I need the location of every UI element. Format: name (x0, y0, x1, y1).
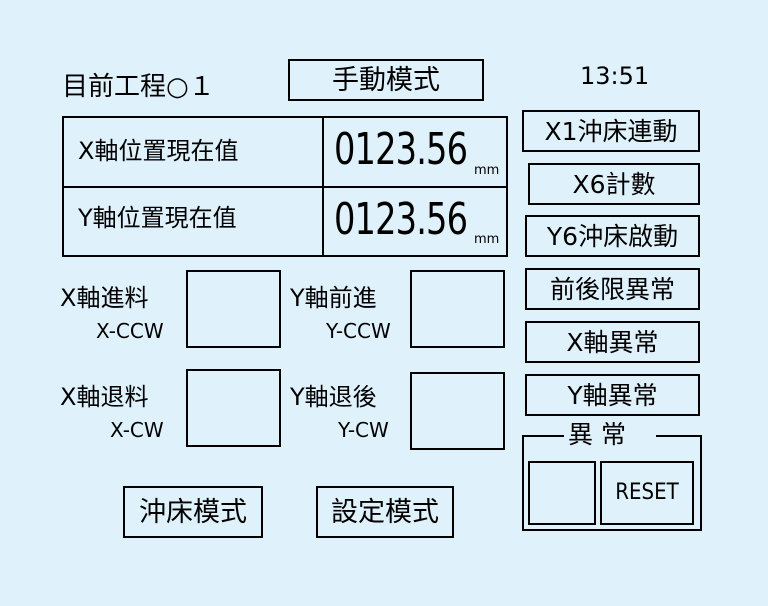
y-forward-sublabel: Y-CCW (326, 319, 391, 343)
mode-display: 手動模式 (288, 59, 484, 101)
alarm-title: 異 常 (568, 420, 626, 449)
alarm-frame-top-right (656, 435, 702, 437)
x-return-label: X軸退料 (60, 383, 149, 411)
y-cw-button[interactable] (410, 372, 505, 450)
x-feed-sublabel: X-CCW (96, 319, 164, 343)
alarm-frame-right (700, 435, 702, 531)
alarm-frame-top-left (522, 435, 564, 437)
x-position-label: X軸位置現在值 (78, 137, 239, 165)
reset-button-label: RESET (615, 480, 679, 505)
punch-mode-button-label: 沖床模式 (139, 496, 247, 528)
y-ccw-button[interactable] (410, 270, 505, 348)
x6-count-button[interactable]: X6計數 (528, 163, 700, 205)
x-position-value: 0123.56 (334, 124, 468, 175)
x6-count-label: X6計數 (572, 169, 656, 199)
alarm-lamp (528, 461, 596, 525)
y6-punch-start-button[interactable]: Y6沖床啟動 (525, 215, 700, 257)
setting-mode-button[interactable]: 設定模式 (316, 486, 454, 538)
alarm-frame-bottom (522, 529, 702, 531)
y6-punch-start-label: Y6沖床啟動 (546, 221, 679, 251)
x-axis-abnormal-label: X軸異常 (566, 327, 659, 357)
alarm-frame-left (522, 435, 524, 531)
position-table: X軸位置現在值 0123.56 mm Y軸位置現在值 0123.56 mm (62, 116, 508, 257)
current-process-label: 目前工程○１ (62, 72, 215, 102)
y-axis-abnormal-label: Y軸異常 (567, 380, 658, 410)
x-ccw-button[interactable] (186, 270, 281, 348)
x1-punch-link-button[interactable]: X1沖床連動 (522, 110, 700, 152)
limit-abnormal-indicator[interactable]: 前後限異常 (525, 268, 700, 310)
table-column-divider (322, 118, 324, 255)
y-position-value: 0123.56 (334, 194, 468, 245)
y-position-label: Y軸位置現在值 (78, 204, 237, 232)
y-position-unit: mm (474, 232, 500, 247)
x-feed-label: X軸進料 (60, 284, 149, 312)
punch-mode-button[interactable]: 沖床模式 (123, 486, 263, 538)
x-position-unit: mm (474, 163, 500, 178)
y-back-label: Y軸退後 (290, 383, 377, 411)
limit-abnormal-label: 前後限異常 (549, 274, 675, 304)
setting-mode-button-label: 設定模式 (331, 496, 439, 528)
y-back-sublabel: Y-CW (338, 418, 389, 442)
x-return-sublabel: X-CW (110, 418, 164, 442)
mode-display-text: 手動模式 (332, 64, 440, 96)
x-axis-abnormal-indicator[interactable]: X軸異常 (525, 321, 700, 363)
x-cw-button[interactable] (186, 369, 281, 447)
alarm-group: 異 常 RESET (522, 422, 702, 531)
table-row-divider (64, 186, 506, 188)
x1-punch-link-label: X1沖床連動 (544, 116, 678, 146)
y-axis-abnormal-indicator[interactable]: Y軸異常 (525, 374, 700, 416)
clock: 13:51 (580, 62, 650, 90)
reset-button[interactable]: RESET (600, 461, 694, 525)
y-forward-label: Y軸前進 (290, 284, 377, 312)
